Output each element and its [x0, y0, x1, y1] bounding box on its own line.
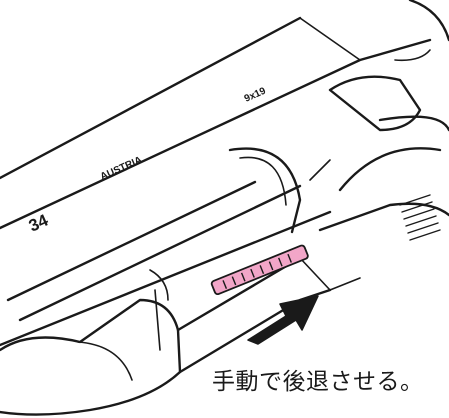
slide-engraving-brand: AUSTRIA — [99, 155, 144, 183]
rearward-arrow-icon — [247, 295, 319, 345]
slide-body-line — [6, 180, 257, 302]
rear-sight — [328, 75, 422, 132]
slide-engraving-caliber: 9x19 — [243, 85, 268, 104]
slide-top-edge — [0, 16, 302, 180]
pink-indicator-mark — [210, 244, 309, 296]
indicator-fill — [210, 244, 309, 296]
grip-frame — [318, 202, 449, 232]
caption-text: 手動で後退させる。 — [212, 369, 424, 395]
ejection-port — [228, 147, 302, 234]
rear-serrations — [399, 194, 441, 241]
